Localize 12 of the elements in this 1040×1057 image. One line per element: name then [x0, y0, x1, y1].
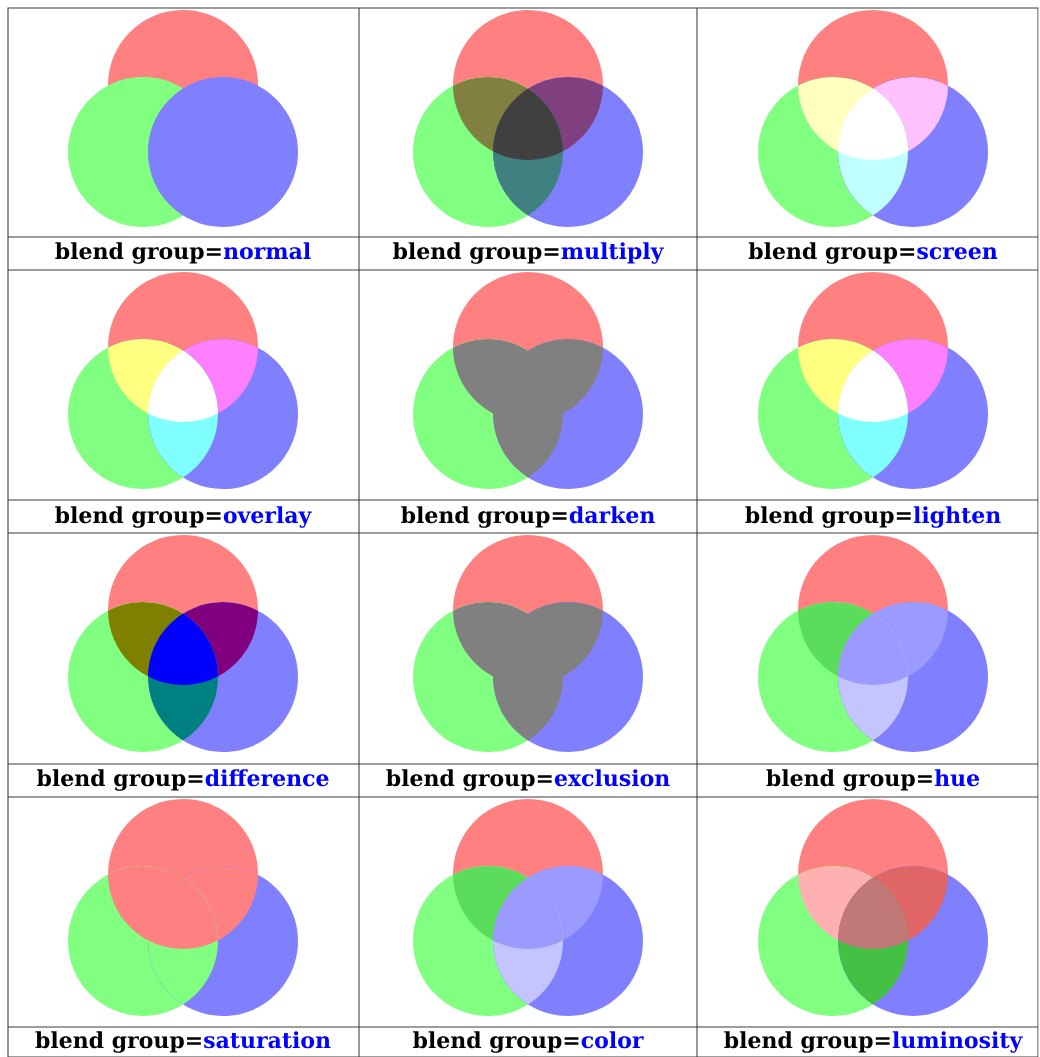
caption-text: blend group=overlay	[55, 506, 312, 528]
caption-text: blend group=luminosity	[724, 1031, 1023, 1053]
caption-text: blend group=lighten	[745, 506, 1001, 528]
caption-text: blend group=normal	[55, 242, 311, 264]
caption-text: blend group=multiply	[393, 242, 664, 264]
caption-text: blend group=color	[413, 1031, 644, 1053]
caption-text: blend group=darken	[401, 506, 655, 528]
caption-text: blend group=difference	[37, 769, 329, 791]
caption-text: blend group=saturation	[35, 1031, 331, 1053]
caption-text: blend group=screen	[748, 242, 998, 264]
caption-text: blend group=hue	[766, 769, 980, 791]
caption-text: blend group=exclusion	[386, 769, 670, 791]
